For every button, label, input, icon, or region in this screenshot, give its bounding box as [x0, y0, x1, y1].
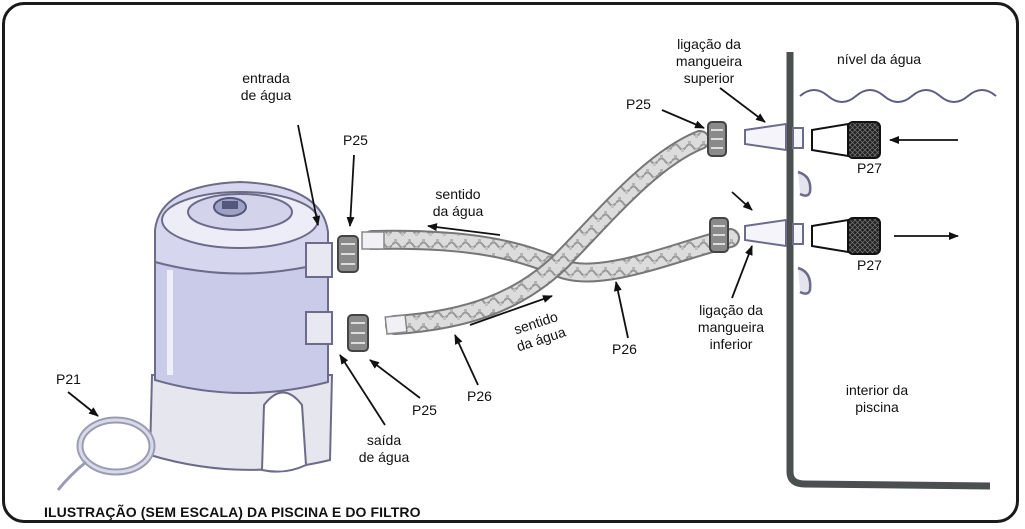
- label-line: saída: [366, 432, 402, 448]
- p25-nut-wall-bottom: [709, 217, 729, 253]
- label-line: da água: [432, 203, 484, 219]
- label-line: ligação da: [677, 36, 741, 52]
- part-p25-wall-top: P25: [626, 96, 651, 112]
- label-ligacao-inferior: ligação da mangueira inferior: [688, 302, 774, 353]
- label-sentido-top: sentido da água: [418, 186, 498, 220]
- label-ligacao-superior: ligação da mangueira superior: [666, 36, 752, 87]
- part-p26-left: P26: [467, 388, 492, 404]
- pool-wall: [786, 52, 997, 490]
- label-nivel-da-agua: nível da água: [837, 51, 922, 67]
- filter-pump: [148, 180, 334, 473]
- label-line: de água: [240, 87, 292, 103]
- part-p26-right: P26: [612, 341, 637, 357]
- p21-ring-part: [56, 416, 156, 491]
- label-line: entrada: [242, 70, 290, 86]
- hose-lower: [385, 130, 710, 335]
- part-p25-filter-top: P25: [343, 132, 368, 148]
- label-line: interior da: [845, 382, 909, 398]
- label-line: mangueira: [675, 53, 743, 69]
- label-line: mangueira: [697, 319, 765, 335]
- wall-fitting-lower: [744, 218, 804, 248]
- part-p27-top: P27: [857, 160, 882, 176]
- p25-nut-filter-top: [337, 235, 359, 273]
- label-line: ligação da: [699, 302, 763, 318]
- label-line: de água: [358, 449, 410, 465]
- pointer-arrows: [67, 87, 959, 426]
- p27-strainer-bottom: [811, 217, 881, 255]
- label-interior-da-piscina: interior da piscina: [834, 382, 920, 416]
- label-line: inferior: [709, 336, 753, 352]
- label-saida-de-agua: saída de água: [352, 432, 416, 466]
- p25-nut-filter-bottom: [347, 314, 369, 352]
- label-line: superior: [683, 70, 735, 86]
- diagram-frame: [2, 2, 1019, 523]
- label-entrada-de-agua: entrada de água: [234, 70, 298, 104]
- part-p27-bottom: P27: [857, 257, 882, 273]
- diagram-caption: ILUSTRAÇÃO (SEM ESCALA) DA PISCINA E DO …: [44, 504, 421, 520]
- part-p25-filter-bottom: P25: [412, 402, 437, 418]
- label-line: piscina: [855, 399, 899, 415]
- p27-strainer-top: [811, 121, 881, 159]
- wall-fitting-upper: [744, 122, 804, 152]
- p25-nut-wall-top: [707, 121, 727, 157]
- label-line: sentido: [435, 186, 481, 202]
- part-p21: P21: [56, 371, 81, 387]
